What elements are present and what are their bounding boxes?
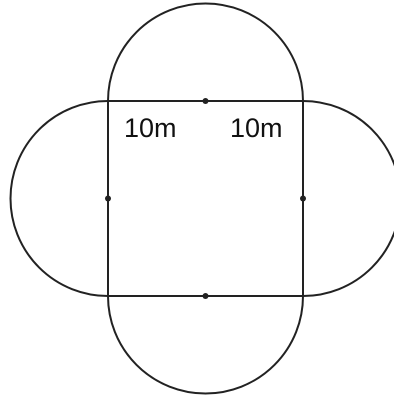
right-semicircle (302, 100, 394, 297)
top-semicircle (107, 2, 304, 102)
bottom-semicircle (107, 295, 304, 395)
right-midpoint-dot (300, 195, 306, 202)
left-half-length-label: 10m (124, 113, 177, 143)
right-half-length-label: 10m (230, 113, 283, 143)
left-midpoint-dot (105, 195, 111, 202)
left-semicircle (9, 100, 109, 297)
top-midpoint-dot (202, 98, 209, 104)
bottom-midpoint-dot (202, 293, 209, 299)
